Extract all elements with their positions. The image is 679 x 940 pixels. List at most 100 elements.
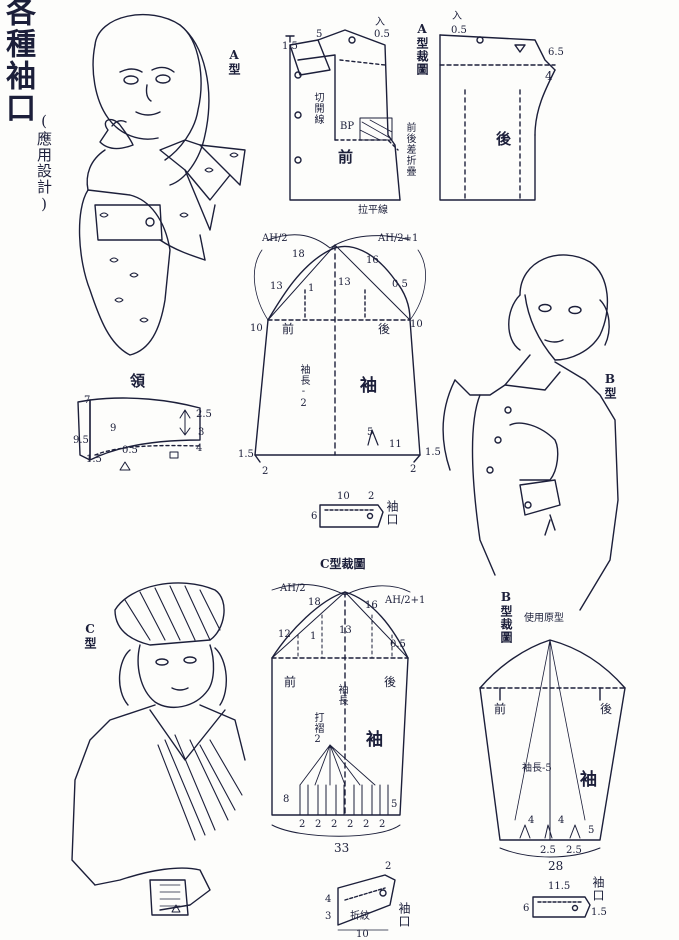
panel-a-dart-label: 前後差折疊 [404,122,415,177]
cuff-b-dim-15: 1.5 [591,907,607,918]
panel-b-front-label: 前 [494,702,507,716]
collar-dim-05: 0.5 [122,445,138,456]
panel-b-dim-4b: 4 [558,815,565,826]
collar-dim-15: 1.5 [86,454,102,465]
panel-c-pleat-6: 2 [379,819,386,830]
panel-c-sleeve-name: 袖 [366,730,383,750]
panel-a-front-label: 前 [338,148,354,166]
cuff-b-pattern [532,896,591,918]
sleeve-a-dim-15a: 1.5 [238,449,254,460]
panel-a-back-bodice [439,34,556,201]
sleeve-a-dim-15b: 1.5 [425,447,441,458]
sleeve-a-dim-13b: 13 [338,277,351,288]
sleeve-a-dim-11: 11 [389,439,402,450]
sleeve-a-dim-2b: 2 [410,464,417,475]
cuff-a-label: 袖口 [385,500,399,526]
panel-b-sleeve-name: 袖 [580,770,597,790]
panel-a-back-label: 後 [496,130,512,148]
panel-c-front-label: 前 [284,675,297,689]
panel-a-front-bodice [285,29,401,201]
panel-c-dim-12: 12 [278,629,291,640]
panel-c-back-label: 後 [384,675,397,689]
panel-c-dim-16: 16 [365,600,378,611]
cuff-b-dim-115: 11.5 [548,881,571,892]
sleeve-a-name: 袖 [360,376,377,396]
panel-b-title: B型裁圖 [499,590,513,644]
collar-dim-4: 4 [196,443,203,454]
cuff-b-dim-6: 6 [523,903,530,914]
sleeve-a-dim-10b: 10 [410,319,423,330]
collar-pattern [77,397,201,471]
panel-b-dim-25b: 2.5 [566,845,582,856]
cuff-a-dim-r: 2 [368,491,375,502]
panel-a-dim-in-back: 入 [452,11,462,22]
panel-a-dim-in: 入 [375,17,385,28]
panel-a-cut-line-label: 切開線 [312,92,323,125]
panel-c-pleat-3: 2 [331,819,338,830]
cuff-c-dim-4: 4 [325,894,332,905]
sleeve-a-dim-10a: 10 [250,323,263,334]
sleeve-a-dim-5: 5 [367,427,374,438]
cuff-c-dim-2: 2 [385,861,392,872]
panel-a-dim-in-val: 0.5 [374,29,390,40]
cuff-c-dim-3: 3 [325,911,332,922]
panel-a-dim-back-4: 4 [545,69,553,83]
panel-b-use-label: 使用原型 [524,613,564,624]
collar-dim-7: 7 [84,395,91,406]
sleeve-a-dim-1: 1 [308,283,315,294]
panel-c-pleat-5: 2 [363,819,370,830]
cuff-a-dim-h: 6 [311,511,318,522]
sleeve-a-front-label: 前 [282,322,295,336]
panel-a-bp-label: BP [340,121,355,132]
cuff-c-label: 袖口 [397,902,411,928]
collar-dim-25: 2.5 [196,409,212,420]
page-subtitle: (應用設計) [35,112,53,214]
style-b-label: B型 [603,372,617,400]
style-a-label: A型 [227,48,241,76]
sleeve-a-length-label: 袖長-2 [298,364,309,410]
page-title: 各種袖口 [0,0,35,124]
cuff-c-fold-label: 折紋 [350,911,370,922]
panel-c-ah-left: AH/2 [280,583,306,594]
panel-c-title: C型裁圖 [320,557,366,571]
panel-a-dim-back-65: 6.5 [548,47,564,58]
panel-a-hem-line-label: 拉平線 [358,205,388,216]
panel-c-dim-13: 13 [339,625,352,636]
panel-b-dim-25a: 2.5 [540,845,556,856]
sleeve-a-dim-18: 18 [292,249,305,260]
style-c-label: C型 [83,622,97,650]
panel-c-pleat-2: 2 [315,819,322,830]
panel-c-dim-1: 1 [310,631,317,642]
figure-a-illustration [78,13,246,356]
cuff-c-pattern [337,874,396,931]
panel-b-dim-5: 5 [588,825,595,836]
collar-label: 領 [130,372,146,390]
sleeve-a-dim-2a: 2 [262,466,269,477]
cuff-c-dim-10: 10 [356,929,369,940]
sleeve-a-dim-16: 16 [366,255,379,266]
sleeve-a-dim-05: 0.5 [392,279,408,290]
collar-dim-3: 3 [198,427,205,438]
cuff-a-pattern [319,504,384,528]
panel-b-length-label: 袖長-5 [522,763,552,774]
panel-c-sleeve [271,584,411,837]
cuff-b-label: 袖口 [591,876,605,902]
sleeve-a-back-label: 後 [378,322,391,336]
panel-b-dim-28: 28 [548,859,564,873]
collar-dim-9: 9 [110,423,117,434]
panel-c-dim-5: 5 [391,799,398,810]
figure-c-illustration [71,582,246,916]
panel-c-pleat-1: 2 [299,819,306,830]
panel-b-sleeve [479,639,626,858]
panel-c-length-label: 袖長 [336,684,347,706]
cuff-a-dim-w: 10 [337,491,350,502]
panel-a-dim-in-back-val: 0.5 [451,25,467,36]
sleeve-a-dim-13a: 13 [270,281,283,292]
collar-dim-95: 9.5 [73,435,89,446]
panel-b-back-label: 後 [600,702,613,716]
panel-c-dim-33: 33 [334,841,350,855]
panel-a-dim-top-left: 1.5 [282,41,298,52]
sleeve-a-ah-left: AH/2 [262,233,288,244]
panel-c-ah-right: AH/2+1 [385,595,426,606]
